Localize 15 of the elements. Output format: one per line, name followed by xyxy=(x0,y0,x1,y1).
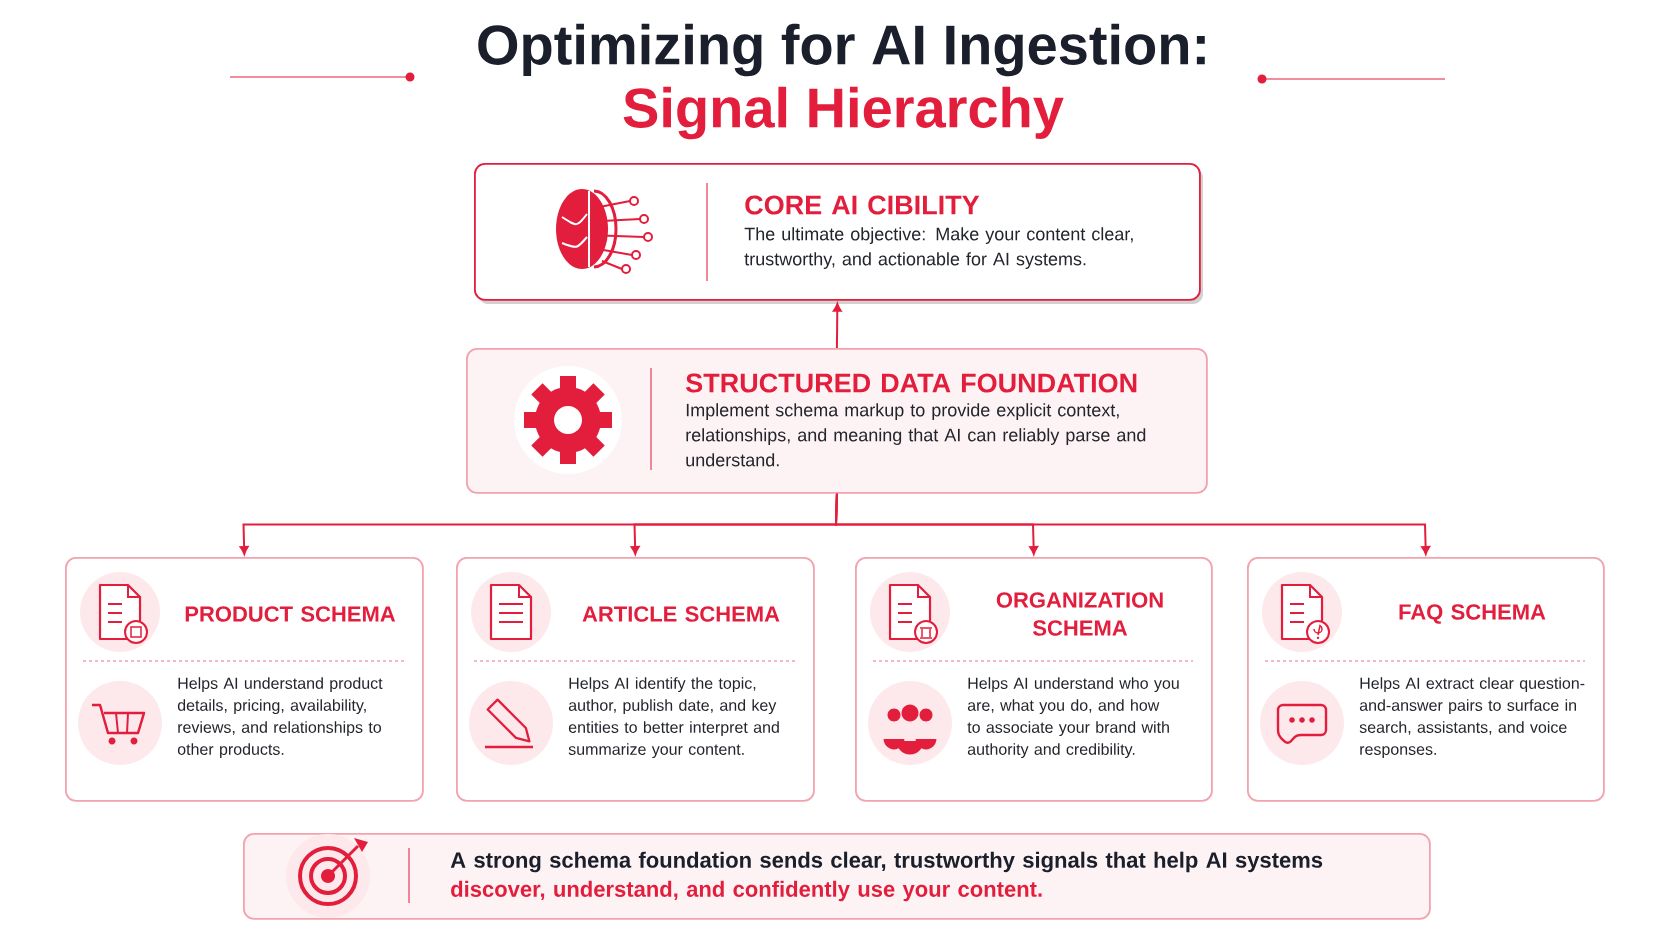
card-heading: STRUCTURED DATA FOUNDATION xyxy=(686,373,1137,393)
title: Optimizing for AI Ingestion: xyxy=(478,23,1205,77)
arrow xyxy=(835,492,1431,555)
card-body: Helps AI understand product details, pricing, availability, reviews, and relationships to other products. xyxy=(177,677,383,759)
arrow xyxy=(832,302,842,349)
card-body: Implement schema markup to provide explicit context, relationships, and meaning that AI can reliably parse and understand. xyxy=(686,403,1146,467)
card-body: Helps AI identify the topic, author, publish date, and key entities to better interpret and summarize your content. xyxy=(568,677,779,759)
card-heading: ARTICLE SCHEMA xyxy=(582,606,780,622)
card-body: Helps AI extract clear question-and-answer pairs to surface in search, assistants, and voice responses. xyxy=(1359,677,1585,759)
card-heading: FAQ SCHEMA xyxy=(1399,604,1546,624)
card-body: Helps AI understand who you are, what you do, and how to associate your brand with authority and credibility. xyxy=(967,677,1179,759)
card-heading: ORGANIZATION SCHEMA xyxy=(996,592,1163,636)
card-heading: PRODUCT SCHEMA xyxy=(185,606,396,622)
summary-text: discover, understand, and confidently use your content. xyxy=(451,880,1042,902)
summary-text: A strong schema foundation sends clear, trustworthy signals that help AI systems xyxy=(450,851,1323,873)
